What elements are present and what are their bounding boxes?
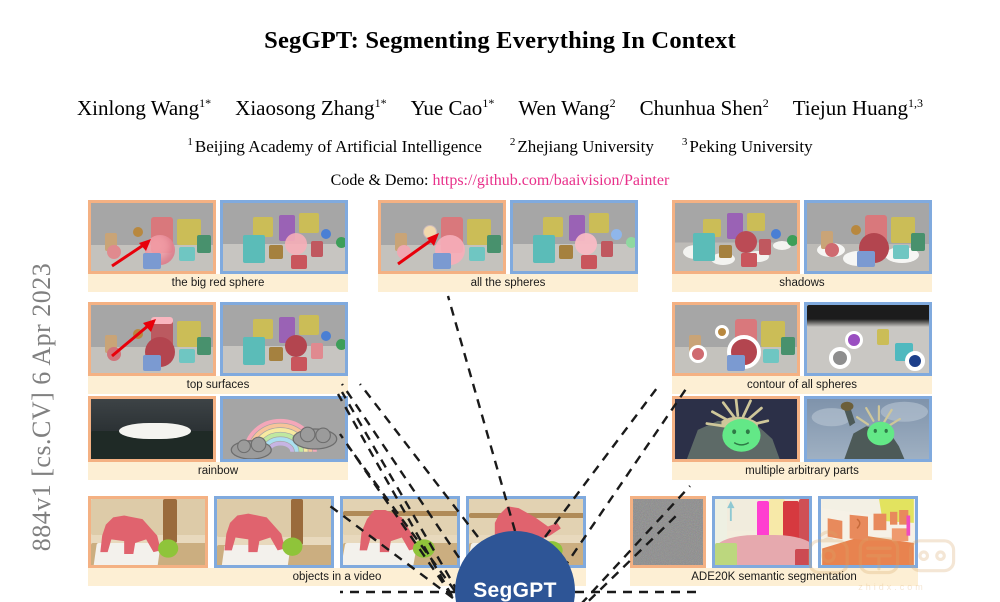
prompt-image-multiple-arbitrary-parts[interactable] <box>672 396 800 462</box>
code-demo-link[interactable]: https://github.com/baaivision/Painter <box>432 172 670 189</box>
affiliation-number: 1 <box>187 136 193 148</box>
page-title: SegGPT: Segmenting Everything In Context <box>264 27 736 54</box>
author: Xiaosong Zhang1* <box>235 96 386 120</box>
result-image-ade20k-1[interactable] <box>712 496 812 568</box>
author-name: Yue Cao <box>410 96 483 120</box>
prompt-image-top-surfaces[interactable] <box>88 302 216 376</box>
author: Chunhua Shen2 <box>640 96 769 120</box>
code-demo-line: Code & Demo: https://github.com/baaivisi… <box>0 172 1000 190</box>
example-group-multiple-arbitrary-parts[interactable]: multiple arbitrary parts <box>672 396 932 480</box>
result-image-rainbow[interactable] <box>220 396 348 462</box>
result-image-the-big-red-sphere[interactable] <box>220 200 348 274</box>
affiliation-name: Peking University <box>689 136 813 156</box>
author-name: Chunhua Shen <box>639 96 763 120</box>
example-group-all-the-spheres[interactable]: all the spheres <box>378 200 638 292</box>
caption-ade20k-semantic-segmentation: ADE20K semantic segmentation <box>630 568 918 586</box>
affiliation-number: 2 <box>509 136 516 148</box>
author-affil-marker: 2 <box>762 96 769 110</box>
prompt-image-all-the-spheres[interactable] <box>378 200 506 274</box>
caption-the-big-red-sphere: the big red sphere <box>88 274 348 292</box>
example-group-shadows[interactable]: shadows <box>672 200 932 292</box>
author-affil-marker: 1* <box>199 96 212 110</box>
affiliation-name: Beijing Academy of Artificial Intelligen… <box>194 136 482 156</box>
author-affil-marker: 2 <box>609 96 616 110</box>
result-image-multiple-arbitrary-parts[interactable] <box>804 396 932 462</box>
result-image-objects-in-a-video-frame-1[interactable] <box>214 496 334 568</box>
example-group-contour-of-all-spheres[interactable]: contour of all spheres <box>672 302 932 394</box>
prompt-image-the-big-red-sphere[interactable] <box>88 200 216 274</box>
author-name: Xinlong Wang <box>76 96 200 120</box>
teaser-figure: the big red sphere <box>0 196 1000 602</box>
prompt-image-rainbow[interactable] <box>88 396 216 462</box>
example-group-the-big-red-sphere[interactable]: the big red sphere <box>88 200 348 292</box>
author-name: Wen Wang <box>518 96 610 120</box>
prompt-image-shadows[interactable] <box>672 200 800 274</box>
caption-contour-of-all-spheres: contour of all spheres <box>672 376 932 394</box>
prompt-image-objects-in-a-video[interactable] <box>88 496 208 568</box>
example-group-ade20k-semantic-segmentation[interactable]: ADE20K semantic segmentation <box>630 496 918 586</box>
result-image-ade20k-2[interactable] <box>818 496 918 568</box>
prompt-image-contour-of-all-spheres[interactable] <box>672 302 800 376</box>
affiliation-number: 3 <box>681 136 688 148</box>
author-name: Xiaosong Zhang <box>235 96 375 120</box>
authors-line: Xinlong Wang1*Xiaosong Zhang1*Yue Cao1*W… <box>0 96 1000 121</box>
result-image-all-the-spheres[interactable] <box>510 200 638 274</box>
author-affil-marker: 1* <box>482 96 495 110</box>
author-name: Tiejun Huang <box>792 96 909 120</box>
result-image-objects-in-a-video-frame-2[interactable] <box>340 496 460 568</box>
author-affil-marker: 1,3 <box>908 96 924 110</box>
author-affil-marker: 1* <box>374 96 387 110</box>
code-demo-label: Code & Demo: <box>330 172 429 189</box>
hub-label: SegGPT <box>473 579 557 602</box>
caption-rainbow: rainbow <box>88 462 348 480</box>
example-group-top-surfaces[interactable]: top surfaces <box>88 302 348 394</box>
affiliation-name: Zhejiang University <box>517 136 654 156</box>
result-image-contour-of-all-spheres[interactable] <box>804 302 932 376</box>
caption-top-surfaces: top surfaces <box>88 376 348 394</box>
author: Tiejun Huang1,3 <box>793 96 923 120</box>
caption-all-the-spheres: all the spheres <box>378 274 638 292</box>
author: Xinlong Wang1* <box>77 96 211 120</box>
caption-multiple-arbitrary-parts: multiple arbitrary parts <box>672 462 932 480</box>
prompt-image-ade20k[interactable] <box>630 496 706 568</box>
result-image-top-surfaces[interactable] <box>220 302 348 376</box>
example-group-rainbow[interactable]: rainbow <box>88 396 348 480</box>
author: Yue Cao1* <box>411 96 495 120</box>
author: Wen Wang2 <box>518 96 615 120</box>
caption-shadows: shadows <box>672 274 932 292</box>
result-image-shadows[interactable] <box>804 200 932 274</box>
